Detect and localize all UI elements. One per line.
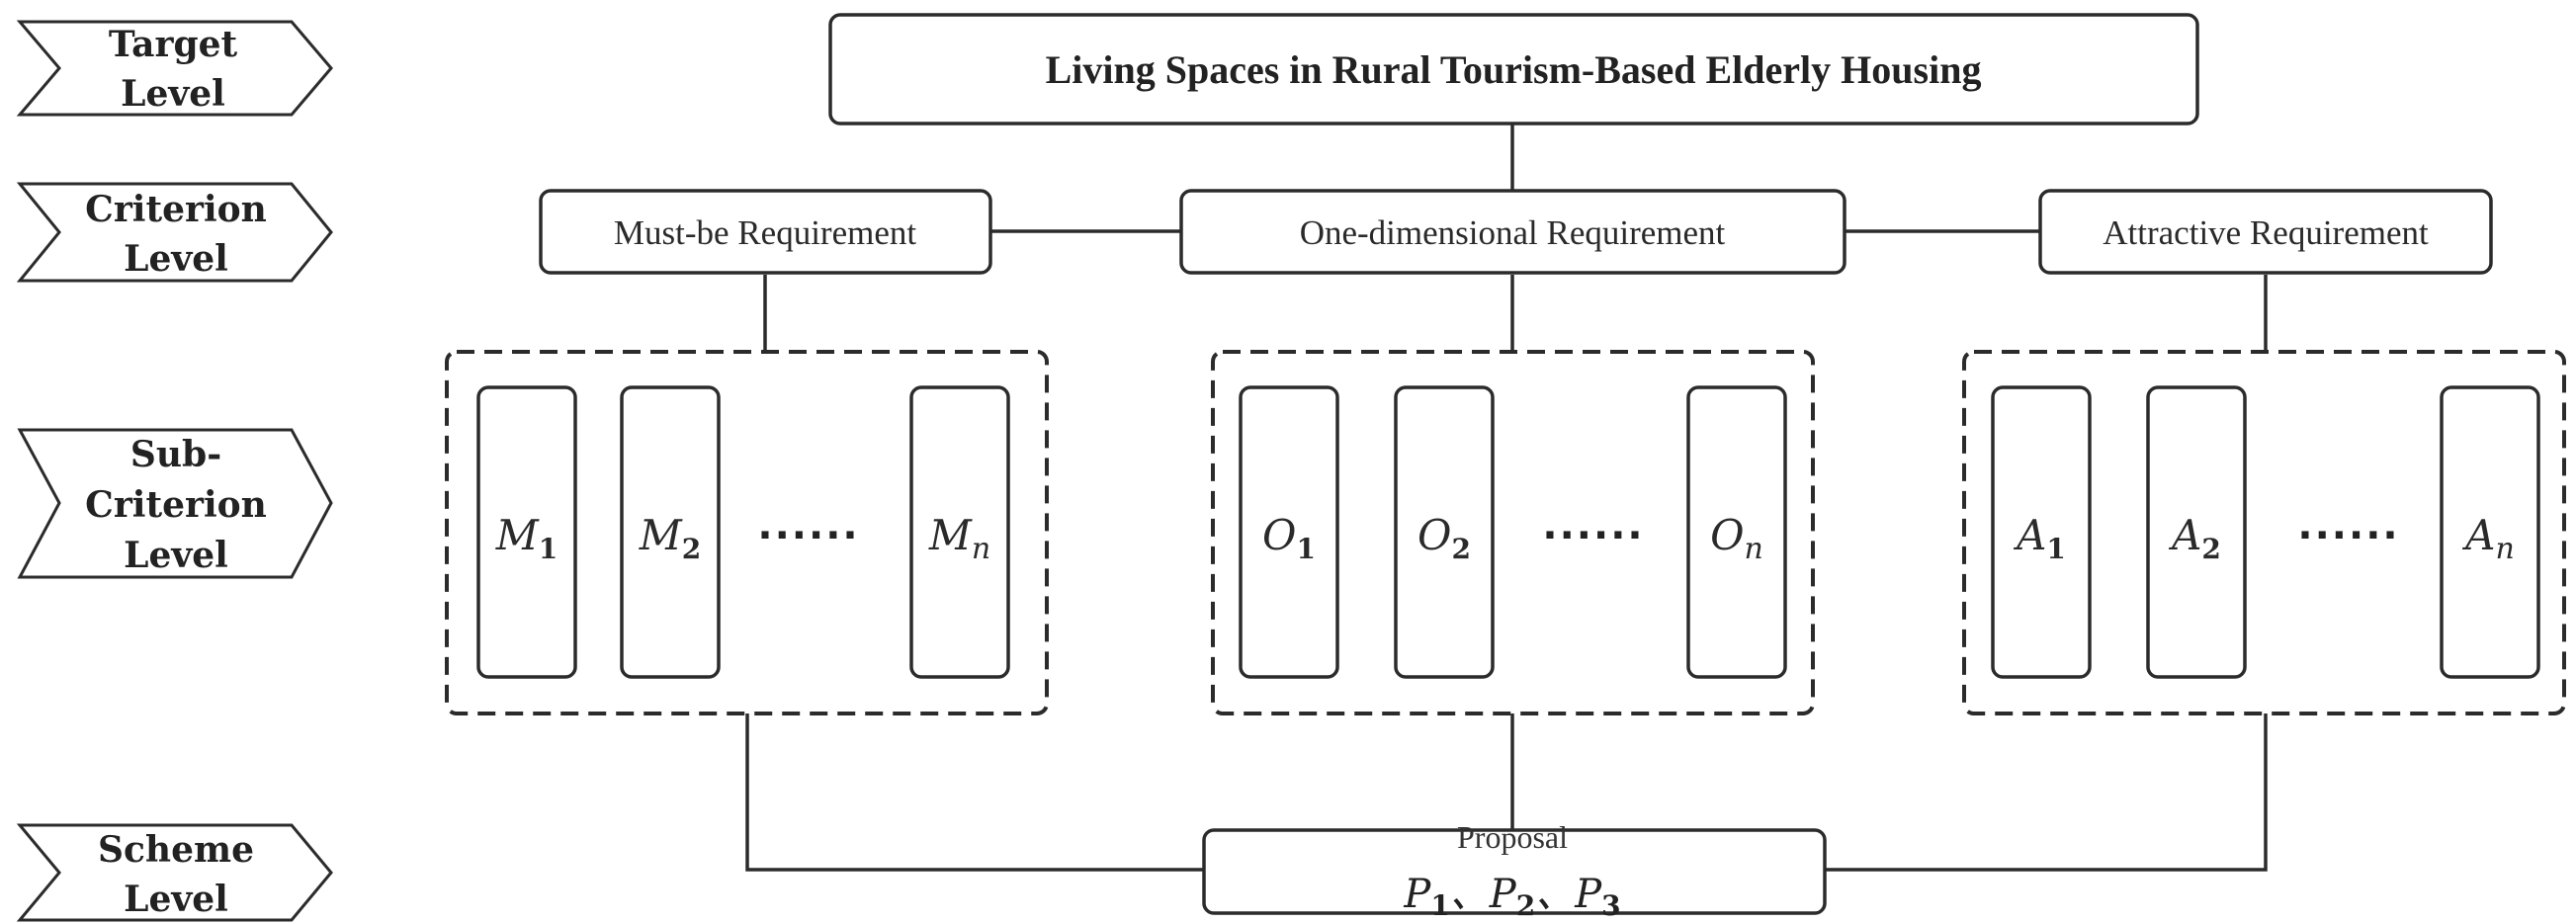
proposal-p2-symbol: P <box>1489 872 1517 917</box>
sub-criterion-a2-box <box>2146 385 2247 679</box>
criterion-one-dimensional-frame <box>1179 189 1846 275</box>
connectors <box>745 125 2268 872</box>
level-scheme-line1: Scheme <box>98 829 254 871</box>
group-a-ellipsis: ...... <box>2297 503 2399 548</box>
scheme-box-frame <box>1202 828 1827 915</box>
sub-criterion-o2: O2 <box>1417 511 1471 565</box>
sub-criteria-group-m: M1 M2 ...... Mn <box>445 350 1049 715</box>
level-target-chevron <box>16 20 333 117</box>
criterion-attractive-frame <box>2038 189 2493 275</box>
group-m-dashed-frame <box>445 350 1049 715</box>
sub-criterion-an-box <box>2440 385 2540 679</box>
scheme-label: Proposal <box>1457 819 1568 855</box>
sub-criterion-mn-box <box>909 385 1010 679</box>
level-target: Target Level <box>16 20 333 117</box>
sub-criterion-on: On <box>1710 511 1763 566</box>
criterion-must-be-frame <box>539 189 992 275</box>
scheme-proposals: P1、P2、P3 <box>1403 872 1620 922</box>
proposal-p3-symbol: P <box>1574 872 1602 917</box>
level-sub-criterion-chevron <box>17 428 333 579</box>
proposal-sep-1: 、 <box>1450 872 1490 917</box>
sub-criterion-m1-box <box>476 385 577 679</box>
sub-criteria-group-a: A1 A2 ...... An <box>1962 350 2566 715</box>
level-scheme-line2: Level <box>124 879 228 920</box>
proposal-sep-2: 、 <box>1535 872 1575 917</box>
group-a-dashed-frame <box>1962 350 2566 715</box>
sub-criterion-a1: A1 <box>2013 511 2066 565</box>
sub-criterion-o1: O1 <box>1262 511 1316 565</box>
sub-criterion-o2-box <box>1394 385 1495 679</box>
proposal-p1-index: 1 <box>1430 889 1449 922</box>
criterion-attractive: Attractive Requirement <box>2038 189 2493 275</box>
scheme-box: Proposal P1、P2、P3 <box>1202 819 1827 922</box>
sub-criterion-m1: M1 <box>495 511 558 565</box>
sub-criterion-an: An <box>2461 511 2515 566</box>
sub-criterion-mn: Mn <box>928 511 990 566</box>
group-o-dashed-frame <box>1211 350 1815 715</box>
level-criterion-line1: Criterion <box>85 189 267 230</box>
sub-criterion-m2-box <box>620 385 721 679</box>
proposal-p2-index: 2 <box>1516 889 1535 922</box>
sub-criterion-m2: M2 <box>639 511 702 565</box>
target-title: Living Spaces in Rural Tourism-Based Eld… <box>1046 47 1982 92</box>
level-criterion-chevron <box>16 182 333 283</box>
sub-criterion-a1-box <box>1991 385 2092 679</box>
sub-criterion-o1-box <box>1239 385 1339 679</box>
level-sub-criterion-line2: Criterion <box>85 484 267 526</box>
level-target-line1: Target <box>109 24 238 65</box>
proposal-p1-symbol: P <box>1403 872 1431 917</box>
group-m-ellipsis: ...... <box>757 503 859 548</box>
criterion-must-be: Must-be Requirement <box>539 189 992 275</box>
level-sub-criterion-line1: Sub- <box>130 434 221 475</box>
criterion-one-dimensional: One-dimensional Requirement <box>1179 189 1846 275</box>
level-target-line2: Level <box>121 73 225 115</box>
level-scheme-chevron <box>16 823 333 922</box>
sub-criterion-on-box <box>1686 385 1787 679</box>
sub-criterion-a2: A2 <box>2168 511 2221 565</box>
criterion-must-be-label: Must-be Requirement <box>614 213 916 252</box>
connector-a-group-scheme <box>1825 714 2268 872</box>
level-sub-criterion: Sub- Criterion Level <box>17 428 333 579</box>
criterion-attractive-label: Attractive Requirement <box>2103 213 2429 252</box>
sub-criteria-group-o: O1 O2 ...... On <box>1211 350 1815 715</box>
level-criterion-line2: Level <box>124 238 228 280</box>
level-scheme: Scheme Level <box>16 823 333 922</box>
level-sub-criterion-line3: Level <box>124 535 228 576</box>
group-o-ellipsis: ...... <box>1542 503 1644 548</box>
proposal-p3-index: 3 <box>1601 889 1620 922</box>
criterion-one-dimensional-label: One-dimensional Requirement <box>1300 213 1726 252</box>
target-box: Living Spaces in Rural Tourism-Based Eld… <box>828 13 2199 126</box>
connector-m-group-scheme <box>745 714 1204 872</box>
level-criterion: Criterion Level <box>16 182 333 283</box>
target-box-frame <box>828 13 2199 126</box>
